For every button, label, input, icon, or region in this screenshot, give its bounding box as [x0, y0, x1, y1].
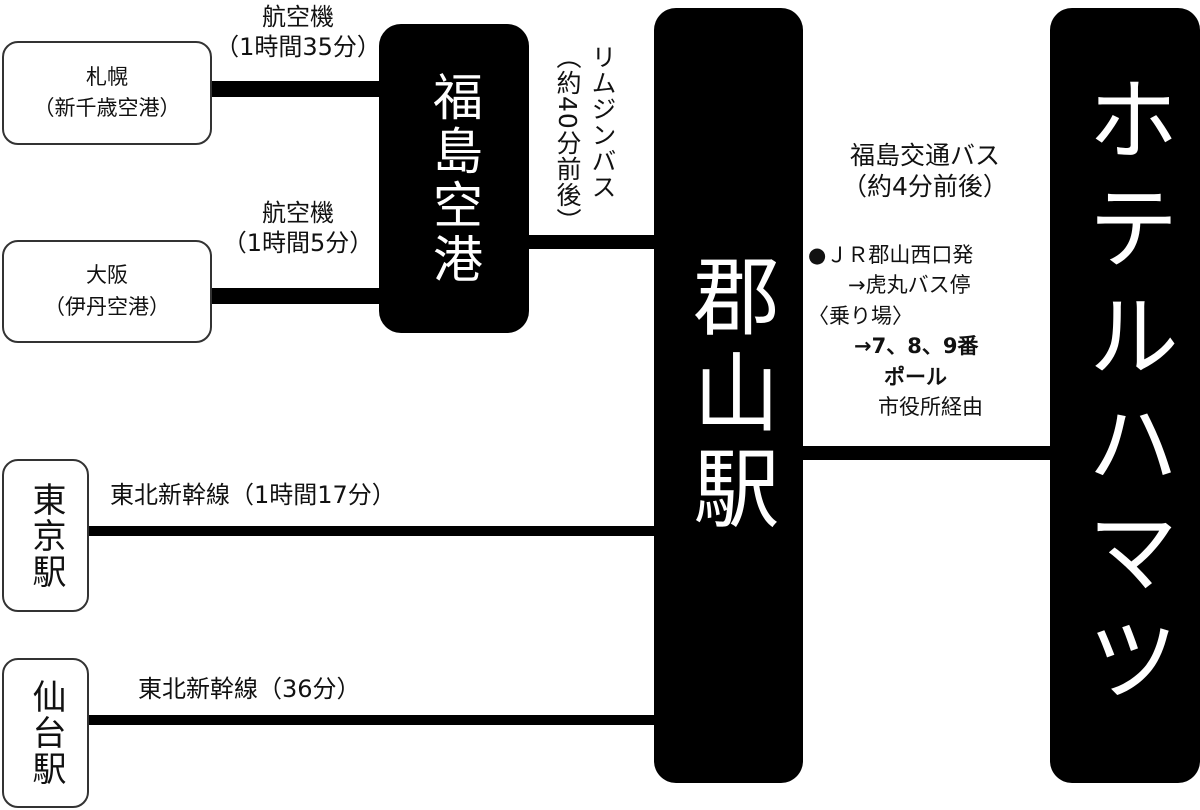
sapporo-label: 札幌	[86, 64, 128, 89]
bus-route-line	[803, 446, 1050, 460]
limousine-route-time: （約40分前後）	[553, 44, 582, 234]
sapporo-route-mode: 航空機	[262, 3, 334, 31]
koriyama-station-box: 郡山駅	[654, 8, 803, 783]
fukushima-airport-label: 福島空港	[425, 70, 483, 287]
osaka-airport-label: （伊丹空港）	[44, 294, 170, 319]
limousine-route-line	[529, 235, 654, 249]
koriyama-station-label: 郡山駅	[678, 251, 778, 540]
tokyo-station-box: 東京駅	[2, 459, 89, 612]
bus-via: 市役所経由	[878, 395, 983, 420]
sapporo-route-label: 航空機 （1時間35分）	[200, 2, 396, 62]
sendai-route-label: 東北新幹線（36分）	[138, 675, 361, 703]
sapporo-airport-label: （新千歳空港）	[33, 96, 181, 120]
bus-detail: ●ＪＲ郡山西口発 →虎丸バス停 〈乗り場〉 →7、8、9番 ポール 市役所経由	[808, 240, 1038, 423]
bus-route-time: （約4分前後）	[842, 172, 1008, 202]
osaka-route-mode: 航空機	[262, 199, 334, 227]
tokyo-station-label: 東京駅	[26, 481, 66, 590]
tokyo-route-line	[89, 526, 654, 536]
limousine-route-mode: リムジンバス	[588, 44, 617, 200]
hotel-hamamatsu-box: ホテルハマツ	[1050, 8, 1200, 783]
osaka-route-label: 航空機 （1時間5分）	[200, 198, 396, 258]
tokyo-route-label: 東北新幹線（1時間17分）	[110, 481, 396, 509]
bus-depart: ●ＪＲ郡山西口発	[808, 243, 974, 267]
osaka-box: 大阪 （伊丹空港）	[2, 240, 212, 343]
bus-platform-label: 〈乗り場〉	[808, 303, 913, 328]
sapporo-route-time: （1時間35分）	[215, 33, 381, 61]
sendai-route-line	[89, 715, 654, 725]
bus-route-title: 福島交通バス	[849, 141, 1000, 170]
fukushima-airport-box: 福島空港	[379, 24, 529, 333]
sendai-station-label: 仙台駅	[26, 679, 66, 787]
sapporo-route-line	[212, 81, 379, 97]
bus-stop: →虎丸バス停	[848, 273, 971, 298]
osaka-label: 大阪	[86, 263, 128, 287]
osaka-route-line	[212, 288, 379, 304]
bus-platform-pole-word: ポール	[884, 364, 947, 389]
hotel-hamamatsu-label: ホテルハマツ	[1071, 71, 1179, 720]
sapporo-box: 札幌 （新千歳空港）	[2, 41, 212, 145]
bus-route-label: 福島交通バス （約4分前後）	[808, 140, 1042, 203]
sendai-station-box: 仙台駅	[2, 658, 89, 808]
osaka-route-time: （1時間5分）	[222, 229, 374, 257]
bus-platform-poles: →7、8、9番	[854, 334, 979, 359]
limousine-route-label: リムジンバス （約40分前後）	[548, 44, 620, 254]
